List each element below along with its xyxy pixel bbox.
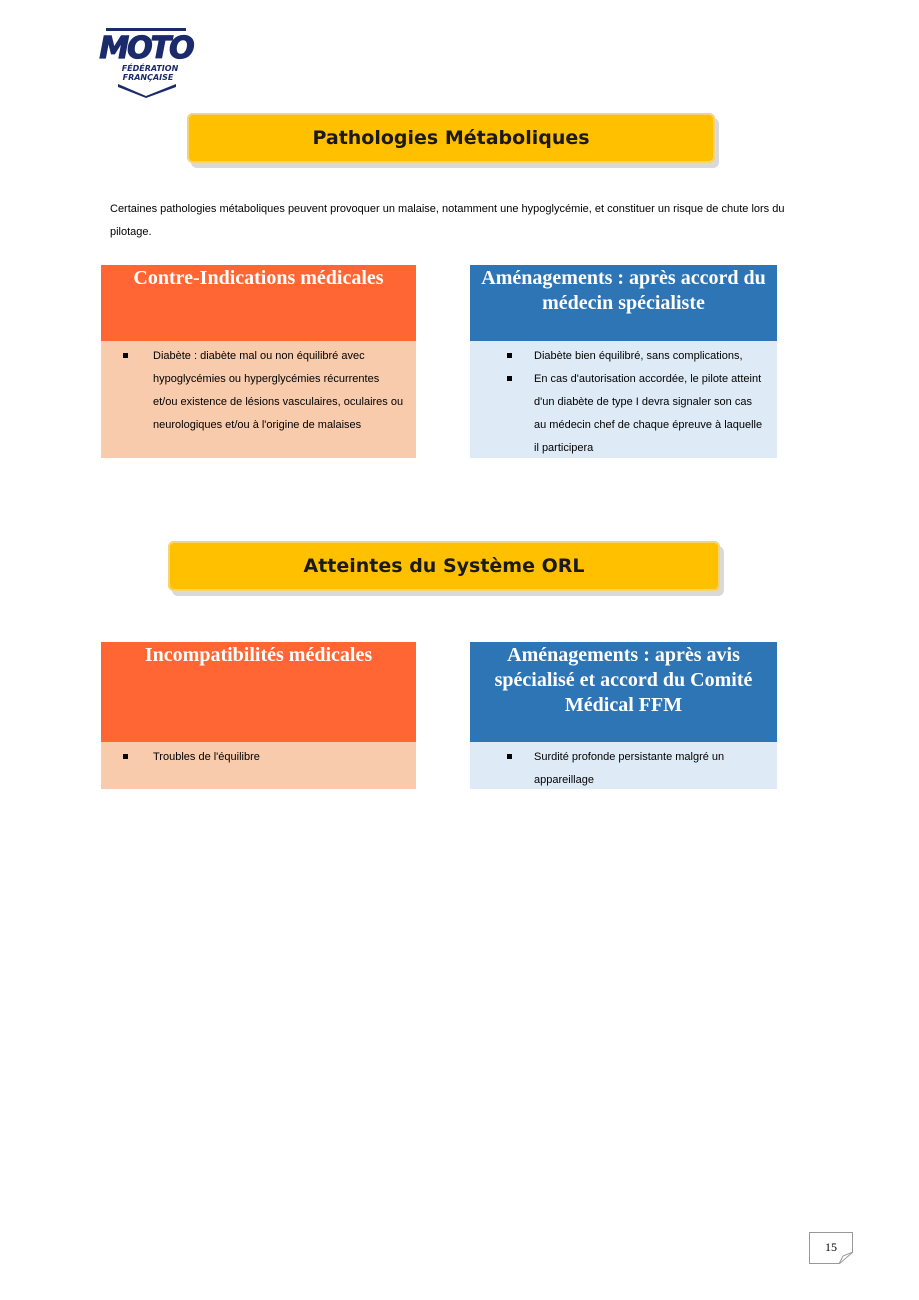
list-item: Troubles de l'équilibre [121,746,406,769]
square-bullet-icon [123,353,128,358]
logo-line2: FRANÇAISE [123,73,174,82]
section1-banner: Pathologies Métaboliques [187,113,715,163]
logo-main-text: MOTO [99,31,194,66]
square-bullet-icon [507,754,512,759]
page-fold-icon [839,1252,853,1264]
section1-left-heading: Contre-Indications médicales [101,265,416,341]
section2-left-column: Incompatibilités médicales Troubles de l… [101,642,416,789]
section1-left-column: Contre-Indications médicales Diabète : d… [101,265,416,458]
square-bullet-icon [507,353,512,358]
section1-title: Pathologies Métaboliques [312,127,590,149]
section1-right-heading: Aménagements : après accord du médecin s… [470,265,777,341]
page-number: 15 [809,1232,853,1264]
section2-left-heading: Incompatibilités médicales [101,642,416,742]
section1-intro: Certaines pathologies métaboliques peuve… [110,203,785,238]
logo-line1: FÉDÉRATION [122,62,179,73]
list-item: Diabète : diabète mal ou non équilibré a… [121,345,406,437]
list-item: En cas d'autorisation accordée, le pilot… [490,368,767,460]
section2-title: Atteintes du Système ORL [303,555,585,577]
square-bullet-icon [507,376,512,381]
section1-right-column: Aménagements : après accord du médecin s… [470,265,777,458]
section2-right-column: Aménagements : après avis spécialisé et … [470,642,777,789]
square-bullet-icon [123,754,128,759]
section2-banner: Atteintes du Système ORL [168,541,720,591]
section2-right-body: Surdité profonde persistante malgré un a… [470,742,777,789]
list-item: Surdité profonde persistante malgré un a… [490,746,767,792]
section2-right-heading: Aménagements : après avis spécialisé et … [470,642,777,742]
list-item: Diabète bien équilibré, sans complicatio… [490,345,767,368]
ffm-logo: MOTO FÉDÉRATION FRANÇAISE [98,26,197,98]
section2-left-body: Troubles de l'équilibre [101,742,416,789]
section1-left-body: Diabète : diabète mal ou non équilibré a… [101,341,416,458]
section1-right-body: Diabète bien équilibré, sans complicatio… [470,341,777,458]
